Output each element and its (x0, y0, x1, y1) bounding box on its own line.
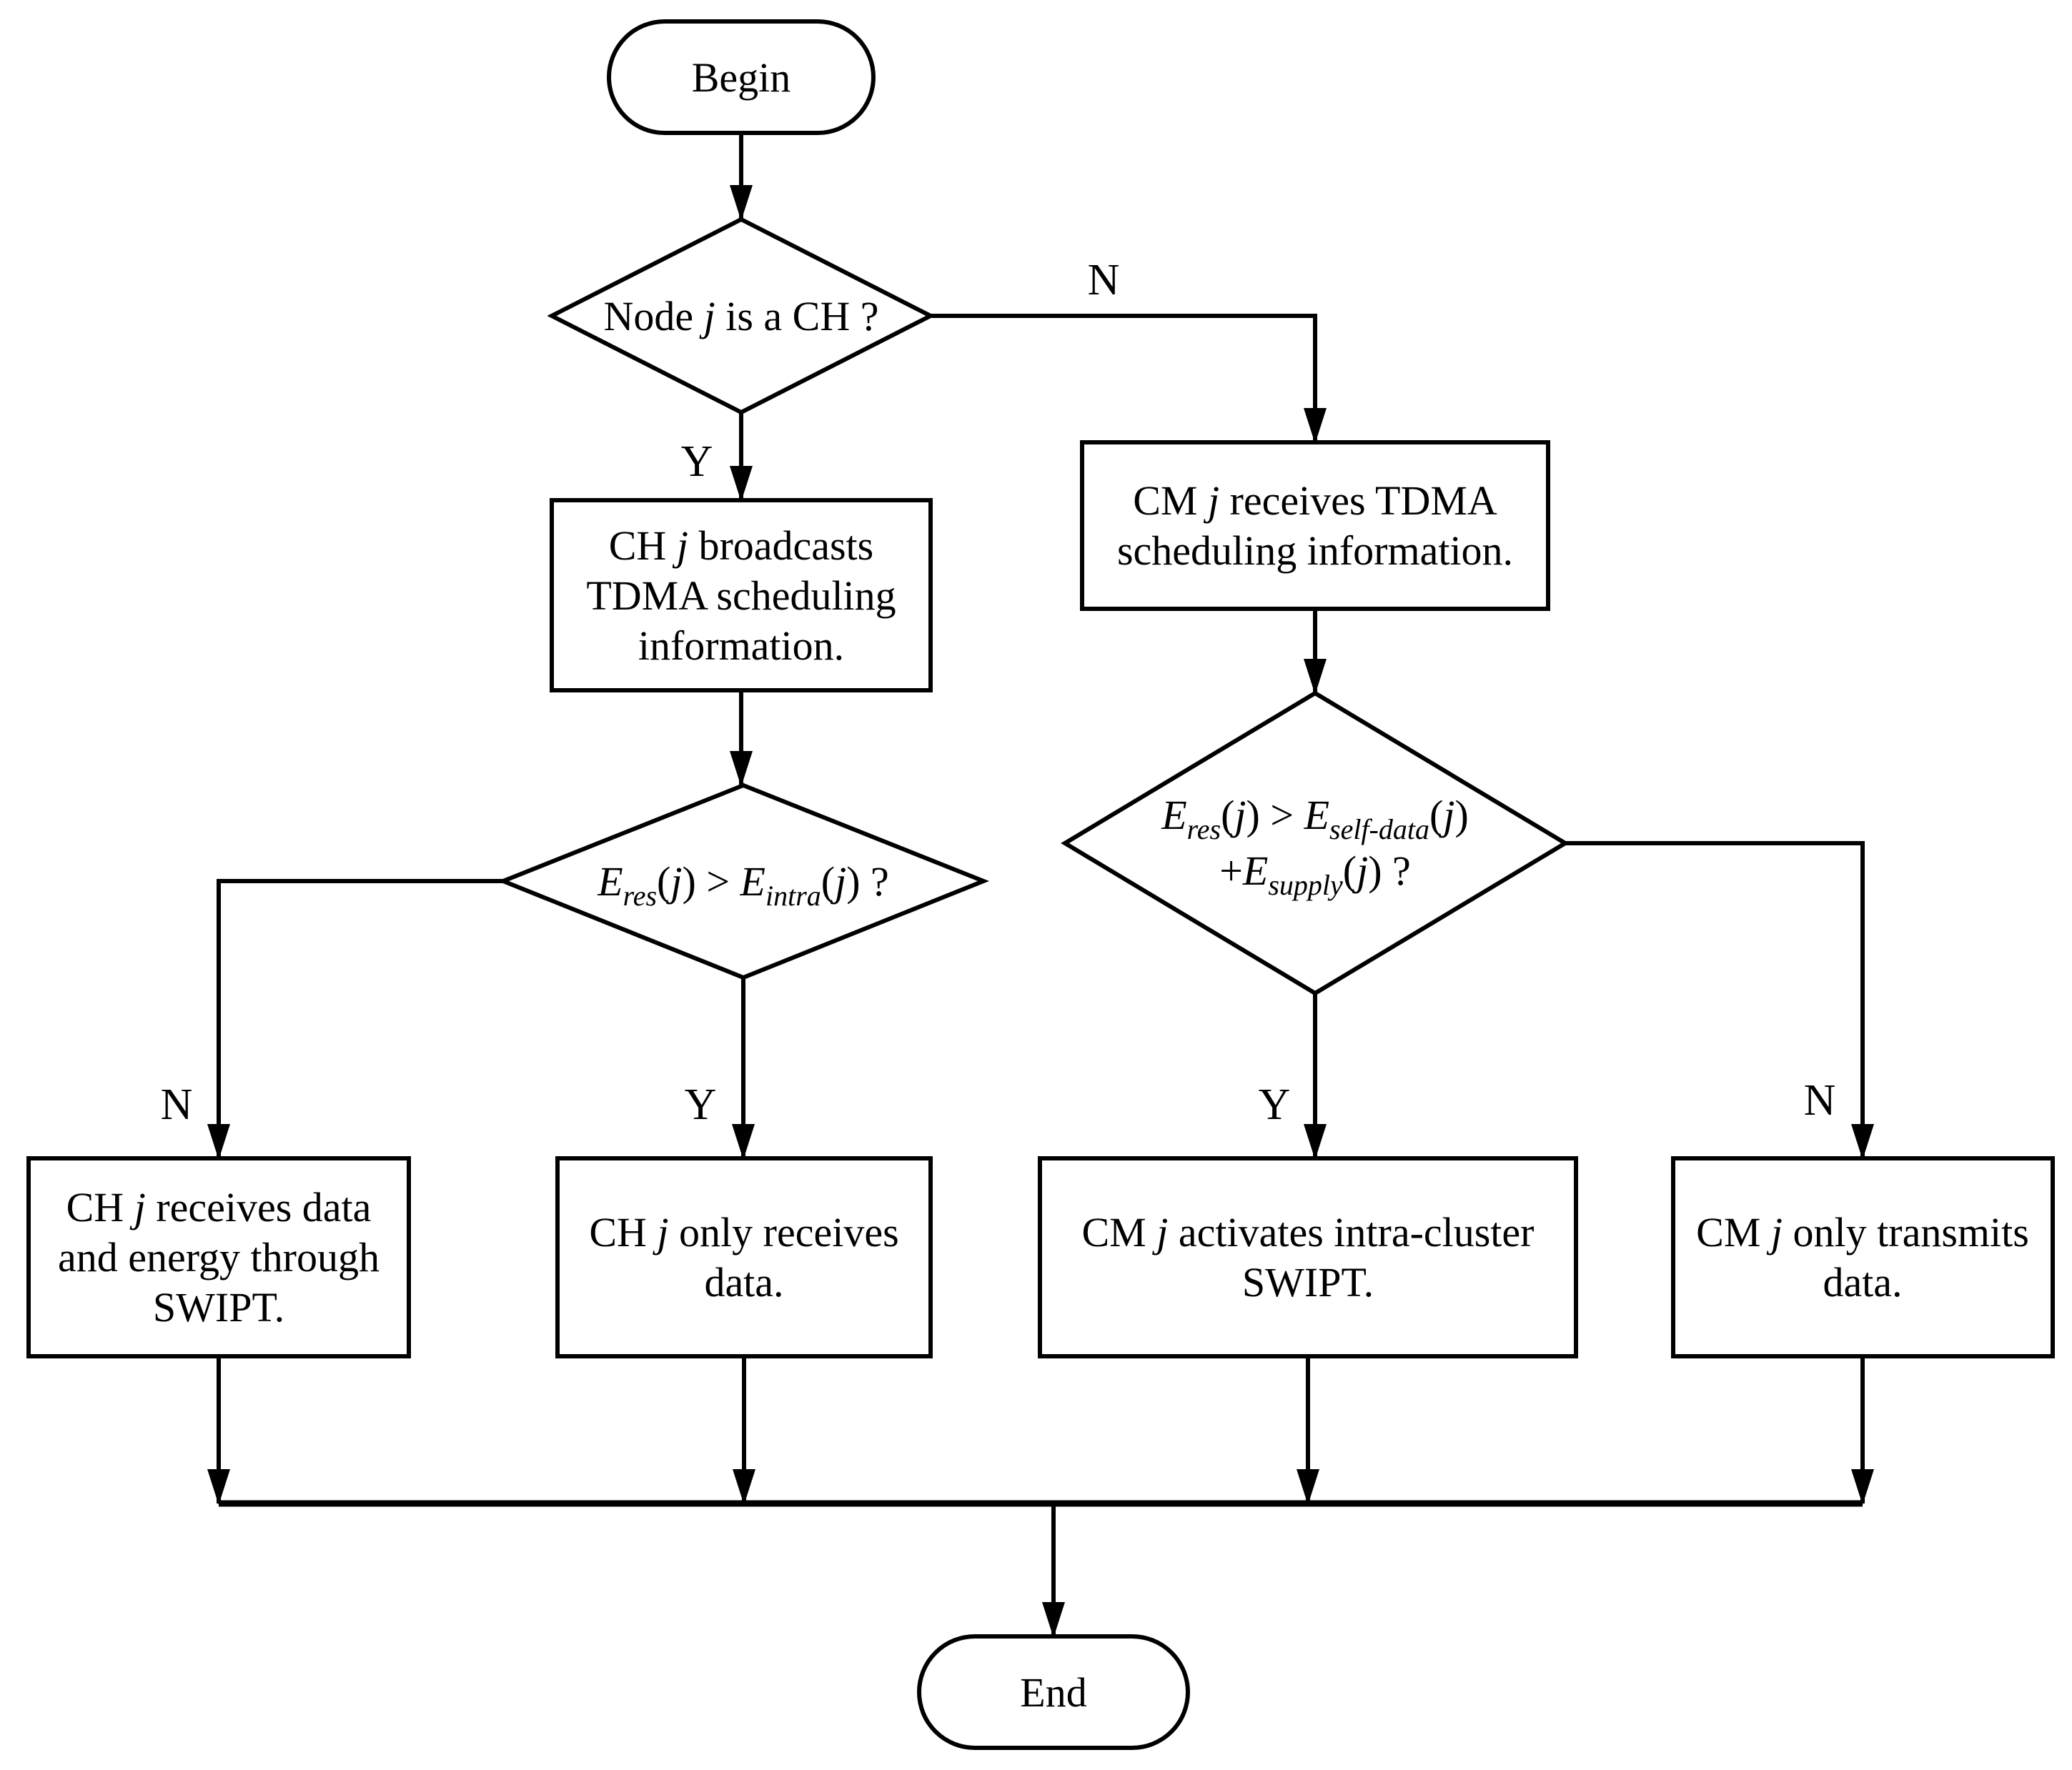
ch-swipt-line1: CH j receives data (66, 1184, 372, 1230)
edge-chenergy-no (207, 879, 503, 1160)
process-cm-receives (1080, 440, 1550, 611)
branch-label-ch-energy-yes: Y (685, 1080, 717, 1129)
decision-cm-energy-line1: Eres(j) > Eself-data(j) (1161, 792, 1469, 845)
cm-receives-line1: CM j receives TDMA (1133, 477, 1497, 524)
cm-swipt-line1: CM j activates intra-cluster (1082, 1209, 1535, 1256)
branch-label-cm-energy-yes: Y (1259, 1080, 1291, 1129)
process-cm-only-transmits (1671, 1156, 2055, 1358)
process-ch-only-receives (555, 1156, 933, 1358)
ch-swipt-line2: and energy through (58, 1234, 380, 1281)
ch-only-receives-line1: CH j only receives (589, 1209, 898, 1256)
subscript-supply: supply (1268, 869, 1343, 901)
subscript-intra: intra (765, 880, 821, 912)
edge-cmenergy-no (1565, 841, 1874, 1160)
branch-label-cm-energy-no: N (1804, 1076, 1836, 1125)
decision-cm-energy-line2: +Esupply(j) ? (1219, 847, 1411, 901)
decision-is-ch (547, 217, 936, 415)
process-cm-swipt (1038, 1156, 1578, 1358)
subscript-res: res (623, 880, 657, 912)
process-ch-swipt (26, 1156, 411, 1358)
subscript-self-data: self-data (1329, 813, 1429, 845)
ch-swipt-line3: SWIPT. (153, 1284, 284, 1331)
end-label: End (1020, 1669, 1086, 1716)
process-ch-broadcasts (550, 498, 933, 692)
decision-ch-energy-label: Eres(j) > Eintra(j) ? (597, 858, 889, 912)
decision-ch-energy (497, 782, 990, 980)
subscript-res: res (1187, 813, 1221, 845)
begin-label: Begin (692, 54, 791, 101)
edge-ischh-no (931, 314, 1327, 444)
cm-only-transmits-line1: CM j only transmits (1696, 1209, 2029, 1256)
end-terminator (917, 1634, 1190, 1750)
branch-label-ch-energy-no: N (161, 1080, 193, 1129)
ch-only-receives-line2: data. (704, 1259, 783, 1306)
ch-broadcasts-line3: information. (638, 622, 844, 669)
cm-receives-line2: scheduling information. (1117, 527, 1513, 574)
cm-only-transmits-line2: data. (1823, 1259, 1902, 1306)
cm-swipt-line2: SWIPT. (1242, 1259, 1374, 1306)
branch-label-is-ch-no: N (1088, 256, 1120, 304)
begin-terminator (607, 19, 876, 135)
branch-label-is-ch-yes: Y (681, 437, 713, 486)
ch-broadcasts-line1: CH j broadcasts (609, 522, 874, 569)
decision-is-ch-label: Node j is a CH ? (603, 293, 878, 339)
decision-cm-energy (1061, 690, 1570, 996)
ch-broadcasts-line2: TDMA scheduling (586, 572, 896, 619)
